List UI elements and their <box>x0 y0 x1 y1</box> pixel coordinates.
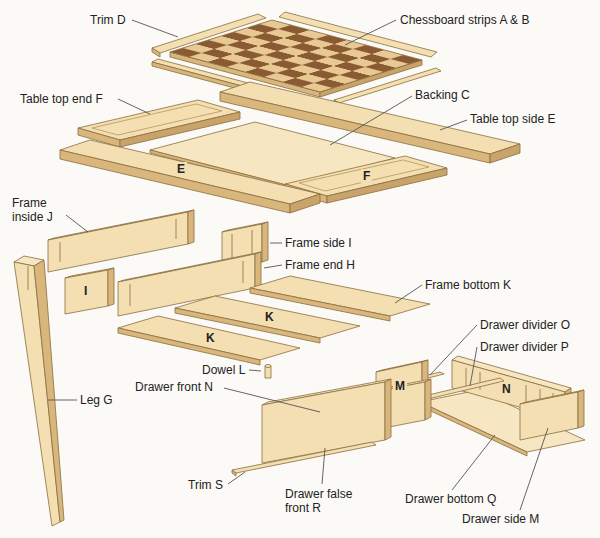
part-letter: F <box>361 169 372 183</box>
part-letter: N <box>500 382 513 396</box>
part-label: Table top end F <box>20 92 103 106</box>
frame <box>48 210 430 365</box>
part-label: Backing C <box>415 88 470 102</box>
part-letter: I <box>82 284 89 298</box>
part-label: Dowel L <box>202 363 245 377</box>
part-label: Drawer divider O <box>480 318 570 332</box>
part-label: Trim S <box>188 478 223 492</box>
part-label: Drawer side M <box>462 512 539 526</box>
part-letter: E <box>175 162 187 176</box>
part-label: Frame inside J <box>12 196 64 224</box>
part-label: Drawer bottom Q <box>405 492 496 506</box>
part-letter: K <box>204 331 217 345</box>
drawer <box>232 356 585 476</box>
part-label: Leg G <box>80 393 113 407</box>
part-label: Frame bottom K <box>425 278 511 292</box>
part-label: Drawer front N <box>135 380 213 394</box>
part-letter: K <box>263 310 276 324</box>
table-top <box>60 82 520 213</box>
part-letter: M <box>393 379 407 393</box>
chessboard <box>170 20 422 97</box>
leader-lines <box>48 20 548 510</box>
part-label: Drawer divider P <box>480 340 569 354</box>
part-label: Table top side E <box>470 112 555 126</box>
leg <box>14 256 64 526</box>
part-label: Frame end H <box>285 258 355 272</box>
part-label: Frame side I <box>285 236 352 250</box>
wood-parts <box>14 12 585 526</box>
part-label: Drawer false front R <box>285 487 357 515</box>
dowel <box>265 365 271 379</box>
part-label: Trim D <box>90 13 126 27</box>
part-label: Chessboard strips A & B <box>400 13 529 27</box>
